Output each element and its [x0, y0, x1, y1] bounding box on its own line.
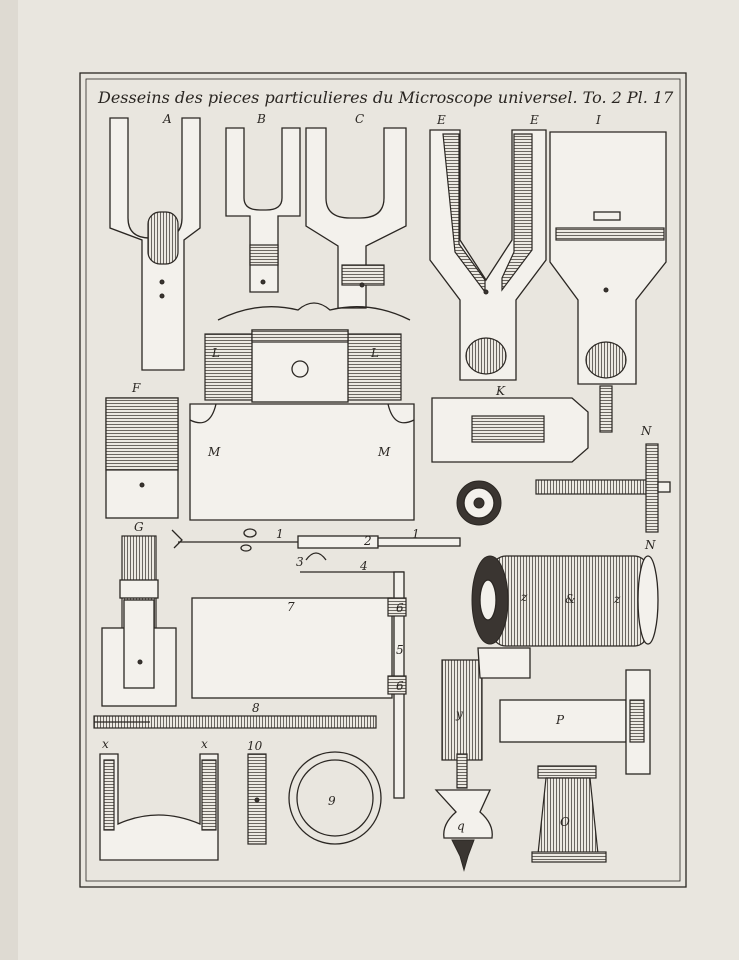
label-z-right: z [613, 592, 621, 606]
plate-title: Desseins des pieces particulieres du Mic… [97, 88, 674, 107]
label-A: A [162, 112, 172, 126]
label-1-right: 1 [412, 527, 420, 541]
cog-wheel [456, 480, 502, 526]
label-q: q [457, 819, 465, 833]
outer-frame [79, 72, 687, 888]
fork-piece-a [109, 117, 201, 371]
clamp-piece-g [101, 535, 177, 707]
inner-frame [85, 78, 681, 882]
label-F: F [131, 381, 141, 395]
label-3: 3 [296, 555, 304, 569]
label-N-top: N [640, 424, 652, 438]
label-8: 8 [252, 701, 260, 715]
label-C: C [355, 112, 364, 126]
plate-piece-p [499, 669, 651, 775]
cup-piece-o [531, 765, 607, 863]
screw-piece-n [535, 443, 671, 533]
label-ampersand: & [565, 592, 576, 606]
barrel-tube-z [471, 555, 659, 647]
label-P: P [555, 713, 565, 727]
label-G: G [134, 520, 144, 534]
label-I: I [595, 113, 601, 127]
label-L-left: L [211, 346, 220, 360]
finial-piece-q [434, 753, 493, 872]
label-x-left: x [102, 737, 109, 751]
label-z-left: z [520, 590, 528, 604]
fork-piece-e [429, 129, 547, 381]
slider-piece-k [431, 397, 589, 463]
label-E-left: E [436, 113, 446, 127]
label-x-right: x [201, 737, 208, 751]
label-10: 10 [247, 739, 263, 753]
slide-holder-lm [189, 302, 415, 521]
needle-piece-1 [171, 528, 461, 552]
label-M-right: M [377, 445, 391, 459]
frame-piece-4-7 [93, 571, 407, 799]
label-L-right: L [370, 346, 379, 360]
stirrup-piece-x [99, 753, 219, 861]
label-5: 5 [396, 643, 404, 657]
label-K: K [495, 384, 506, 398]
label-2: 2 [363, 534, 372, 548]
label-N-bottom: N [644, 538, 656, 552]
label-9: 9 [328, 794, 336, 808]
plate-piece-f [105, 397, 179, 519]
ring-piece-9 [288, 751, 382, 845]
label-B: B [256, 112, 266, 126]
bracket-piece-y [441, 647, 531, 761]
label-6-bottom: 6 [396, 679, 404, 693]
label-4: 4 [359, 559, 368, 573]
label-M-left: M [207, 445, 221, 459]
strip-piece-10 [247, 753, 267, 845]
fork-piece-b [225, 127, 301, 293]
fork-piece-c [305, 127, 407, 309]
label-E-right: E [529, 113, 539, 127]
label-1-left: 1 [276, 527, 284, 541]
label-7: 7 [287, 600, 295, 614]
fork-piece-i [549, 131, 667, 433]
label-O: O [560, 815, 570, 829]
hook-piece-3 [305, 552, 327, 561]
label-y: y [455, 707, 463, 721]
label-6-top: 6 [396, 601, 404, 615]
